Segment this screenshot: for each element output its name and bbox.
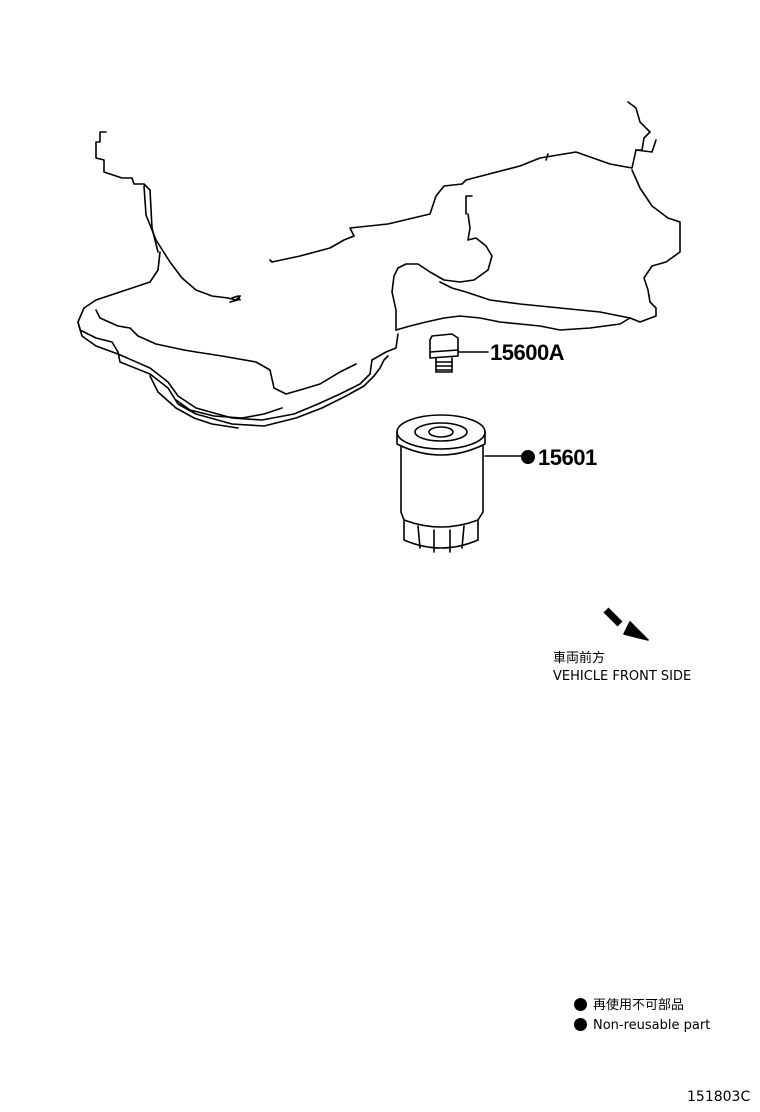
figure-code: 151803C (687, 1089, 751, 1105)
vehicle-front-label-jp: 車両前方 (553, 651, 606, 666)
legend-item-en: Non-reusable part (574, 1018, 711, 1033)
drain-plug-drawing (429, 333, 489, 373)
vehicle-front-label-en: VEHICLE FRONT SIDE (553, 669, 692, 684)
legend-marker-icon (574, 1018, 587, 1031)
part-number-15601: 15601 (538, 445, 597, 470)
legend-label-jp: 再使用不可部品 (593, 998, 685, 1013)
vehicle-front-arrow-icon (603, 607, 649, 641)
legend-marker-icon (574, 998, 587, 1011)
part-label-15600a[interactable]: 15600A (490, 340, 565, 365)
engine-block-outline-left (95, 131, 159, 253)
oil-pan-flange (77, 251, 399, 421)
engine-block-outline-top (271, 101, 651, 263)
legend-label-en: Non-reusable part (593, 1018, 711, 1033)
oil-pan-skirt (149, 375, 239, 429)
engine-block-drawing (77, 101, 681, 429)
non-reusable-marker-icon (521, 450, 535, 465)
engine-block-outline-right (629, 169, 681, 323)
part-number-15600a: 15600A (490, 340, 565, 365)
legend-item-jp: 再使用不可部品 (574, 998, 685, 1013)
oil-filter-drawing (396, 414, 523, 553)
part-label-15601[interactable]: 15601 (521, 447, 597, 469)
